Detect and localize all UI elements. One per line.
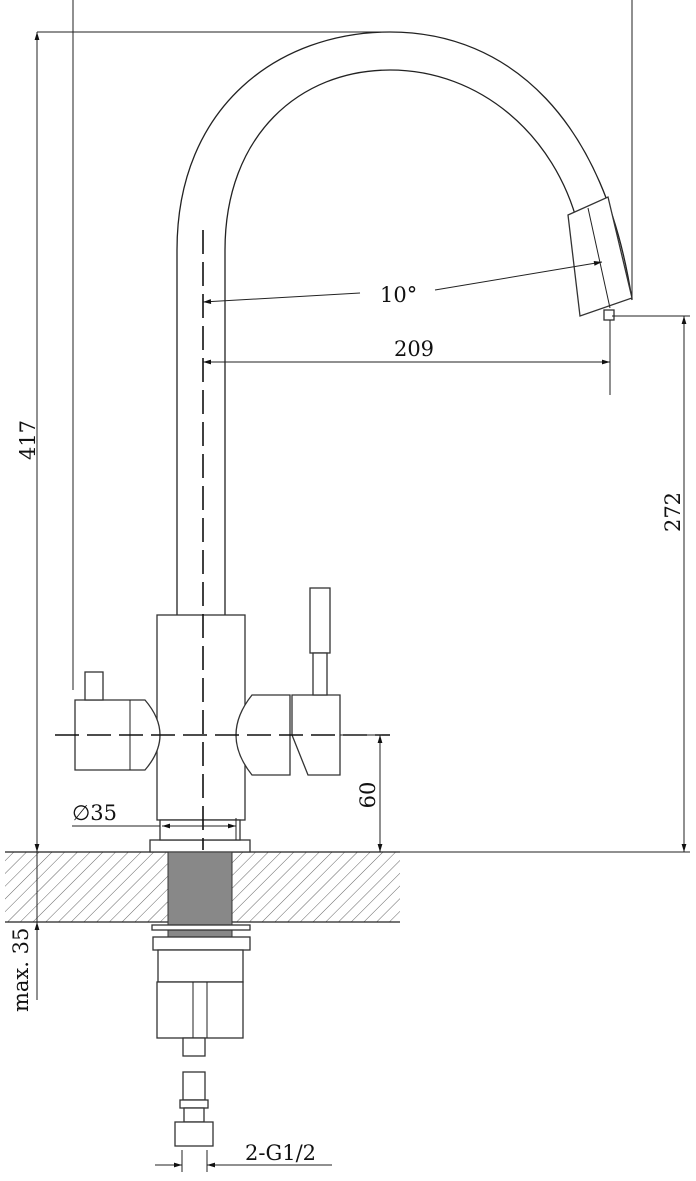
label-diameter-35: ∅35 (72, 801, 117, 825)
label-272: 272 (661, 492, 685, 532)
dimension-total-height: 417 (16, 32, 40, 852)
dimension-spout-height: 272 (661, 316, 687, 852)
spout (176, 31, 633, 615)
label-417: 417 (16, 420, 40, 460)
dimension-base-diameter: ∅35 (72, 801, 237, 840)
label-2-g1-2: 2-G1/2 (245, 1141, 316, 1165)
mounting-assembly (151, 851, 251, 1147)
label-60: 60 (356, 782, 380, 809)
label-max-35: max. 35 (9, 928, 33, 1012)
dimension-connection: 2-G1/2 (155, 1141, 332, 1172)
label-209: 209 (394, 337, 434, 361)
dimension-handle-height: 60 (356, 735, 383, 852)
label-10-degrees: 10° (380, 283, 417, 307)
faucet-body (74, 587, 341, 853)
dimension-swivel-angle: 10° (202, 260, 603, 307)
dimension-reach: 209 (203, 337, 610, 365)
dimension-max-thickness: max. 35 (9, 852, 40, 1012)
